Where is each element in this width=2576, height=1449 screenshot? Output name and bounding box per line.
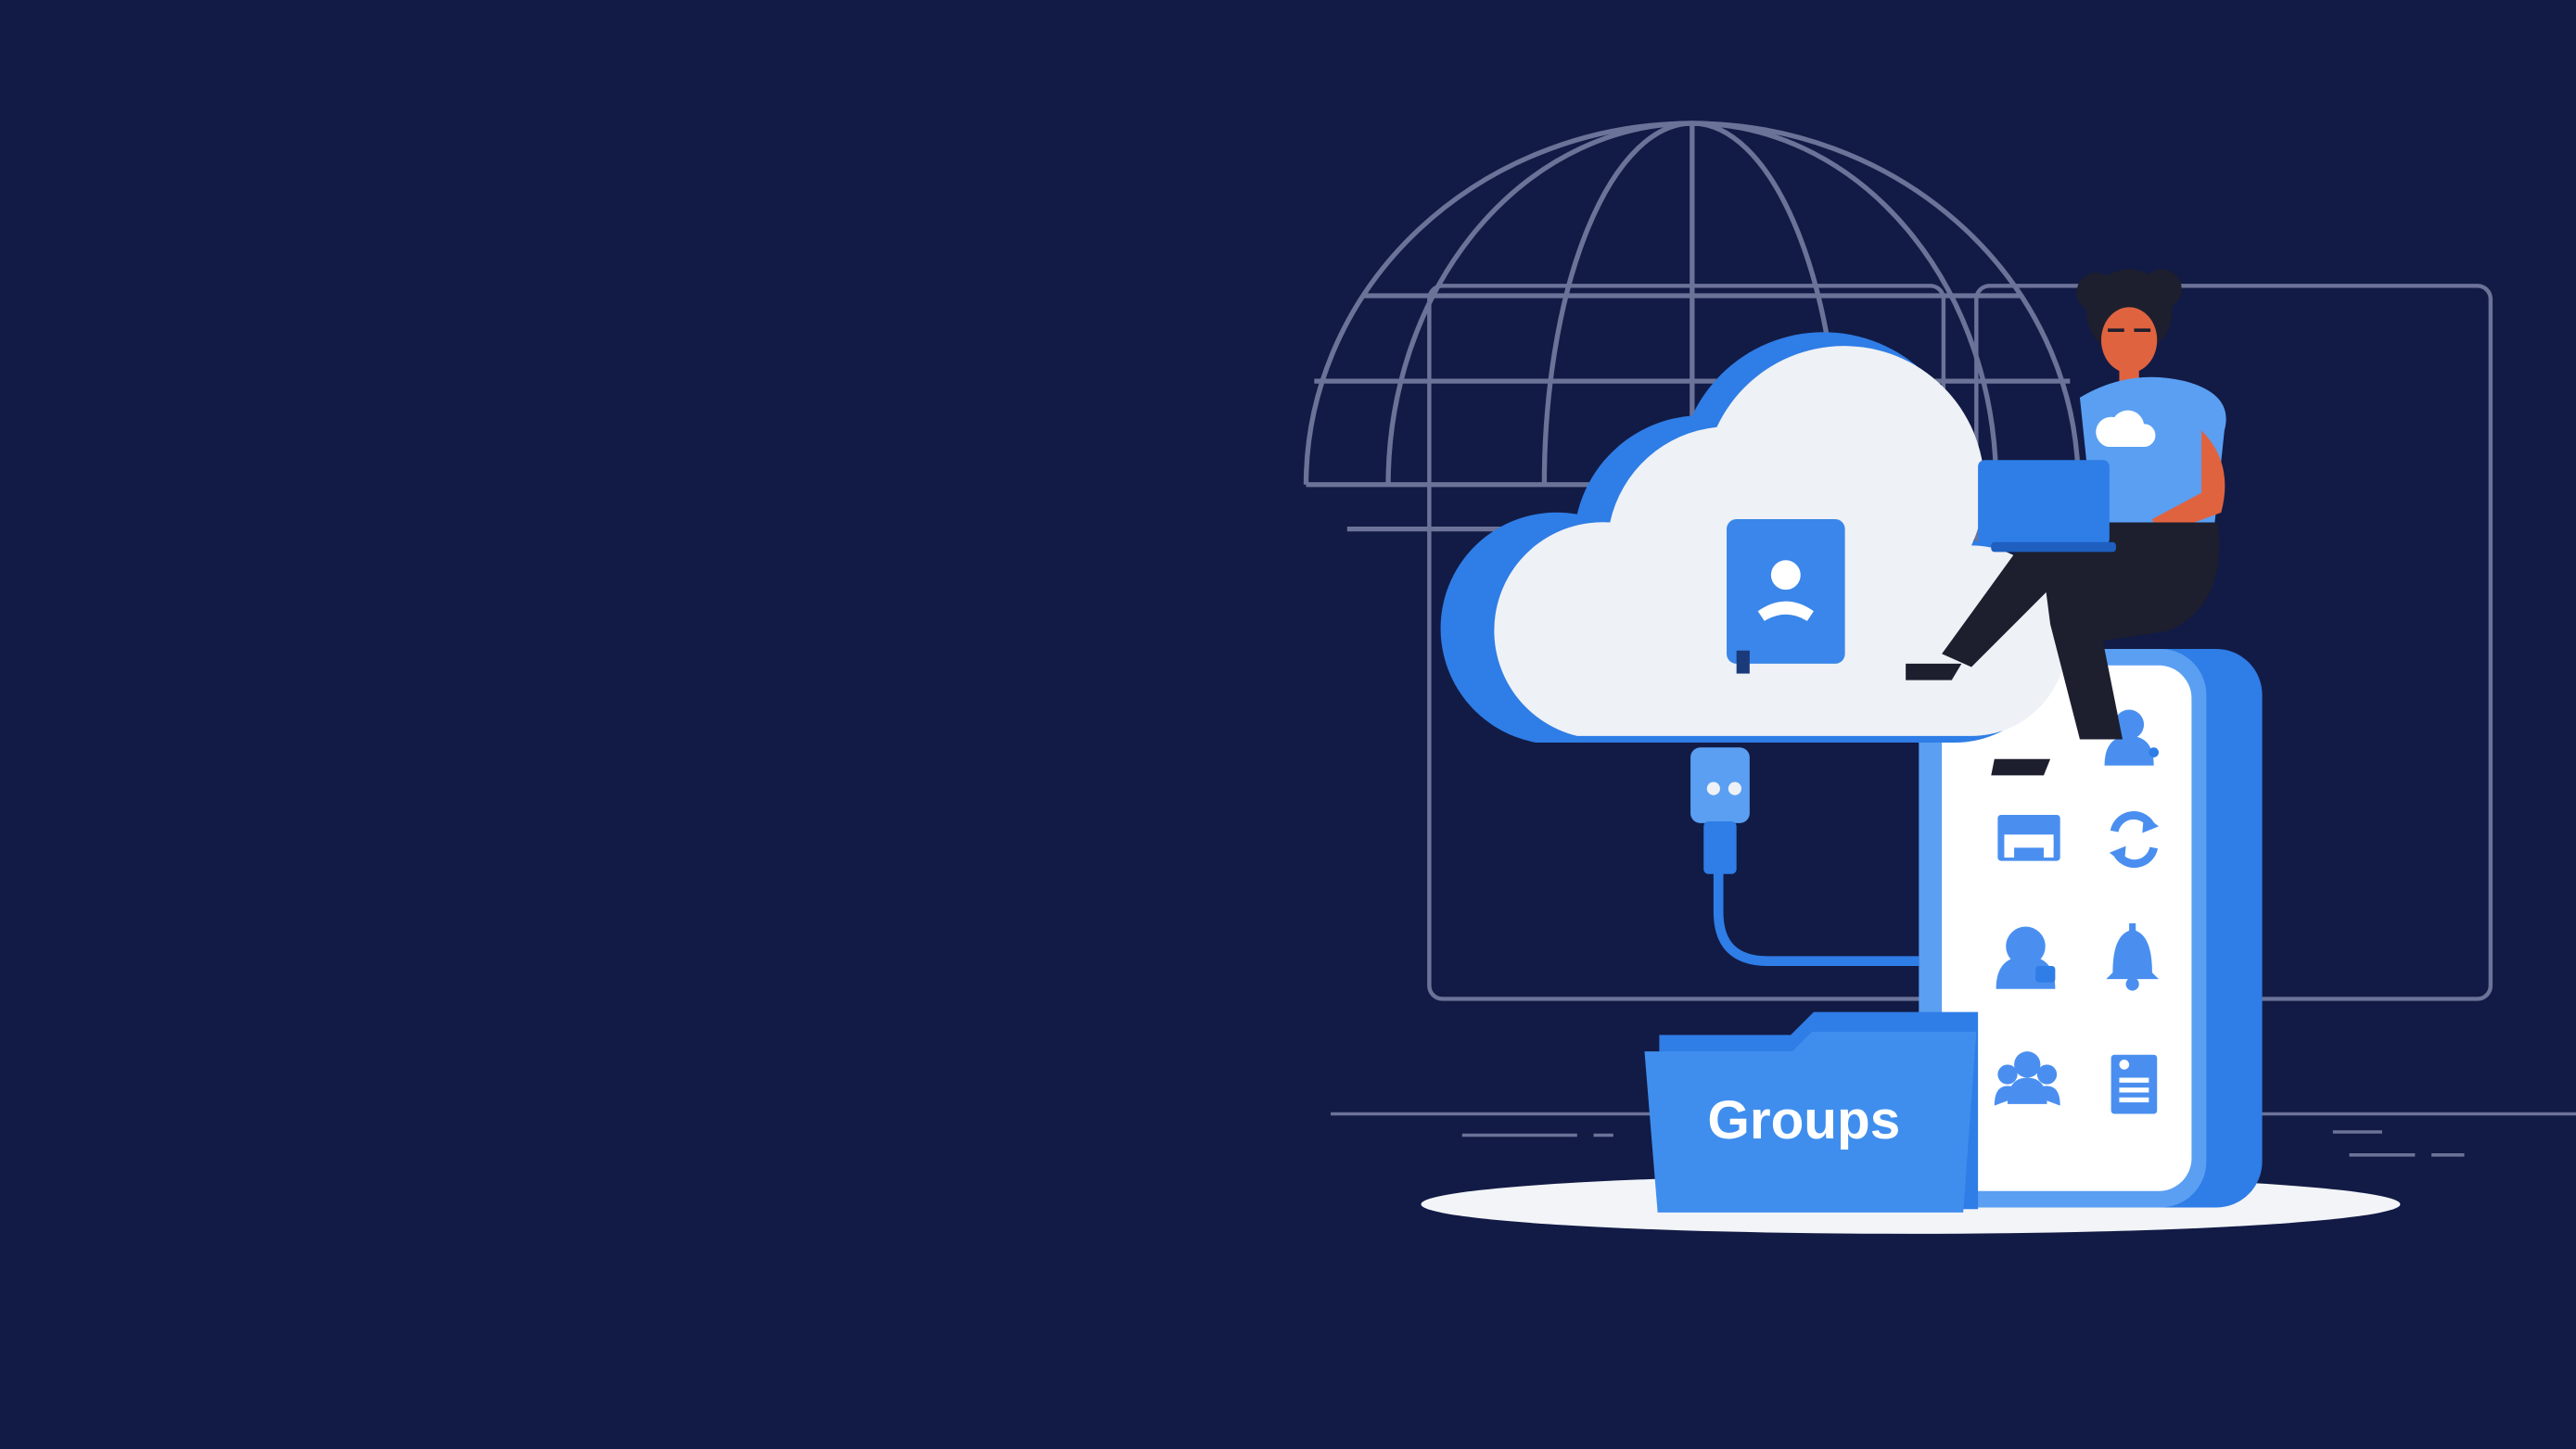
globe-icon bbox=[1303, 121, 2081, 723]
folder-icon bbox=[1644, 1011, 1979, 1213]
sync-icon bbox=[2109, 811, 2159, 869]
monitor-icon bbox=[1997, 814, 2060, 861]
contact-book-icon bbox=[1727, 518, 1845, 674]
person-with-laptop bbox=[1906, 269, 2226, 776]
group-icon bbox=[1994, 1051, 2060, 1106]
user-icon bbox=[2104, 709, 2159, 766]
usb-cable bbox=[1690, 747, 1919, 966]
phone-icon bbox=[1757, 601, 1814, 621]
folder-label: Groups bbox=[1707, 1090, 1900, 1150]
bell-icon bbox=[2106, 922, 2159, 991]
user-lock-icon bbox=[1996, 926, 2056, 989]
document-icon bbox=[2111, 1054, 2158, 1114]
